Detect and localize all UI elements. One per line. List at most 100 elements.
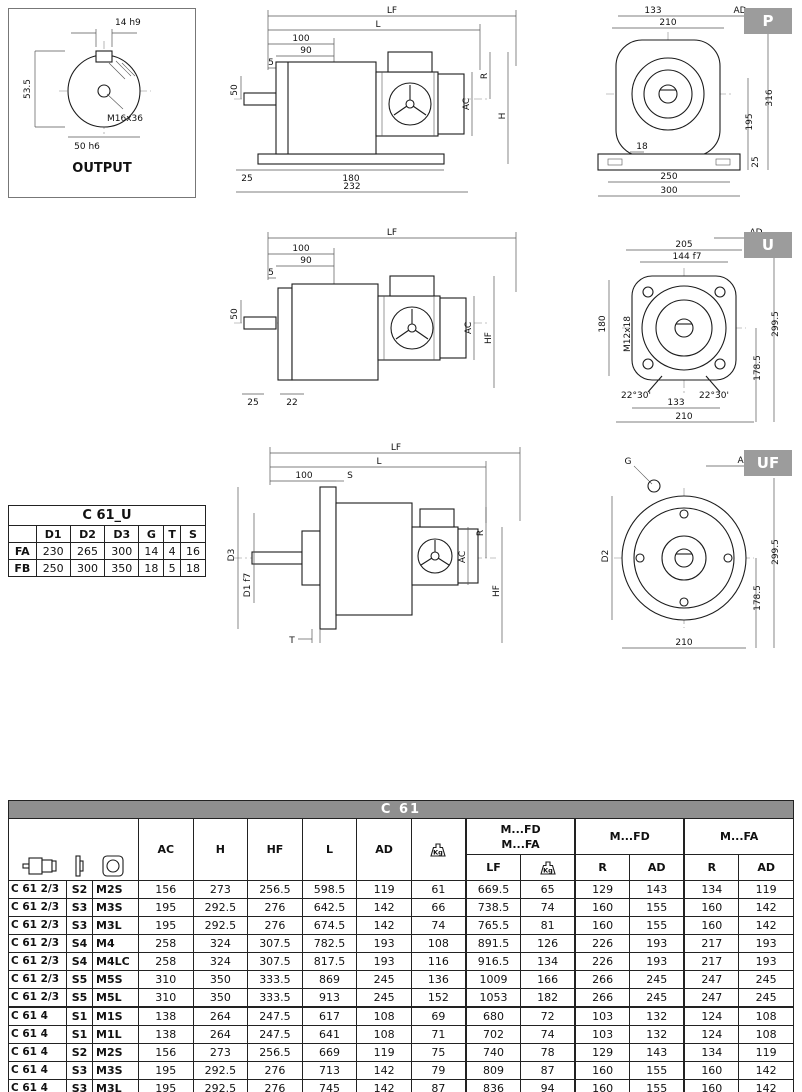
cell: 134 [683, 880, 740, 899]
cell: 247 [683, 970, 740, 989]
dim-ac: AC [464, 322, 474, 334]
dim-178-5: 178.5 [753, 355, 763, 381]
cell-model: C 61 2/3 [8, 952, 67, 971]
cell: 142 [356, 1079, 412, 1092]
cell: 160 [574, 1079, 631, 1092]
cell: 5 [163, 559, 181, 577]
drawing-u-front: AD 205 144 f7 180 M12x18 299.5 178.5 22°… [598, 228, 781, 423]
col-ad: AD [356, 818, 412, 881]
cell: 245 [629, 988, 685, 1008]
dim-90: 90 [300, 46, 312, 56]
dim-205: 205 [675, 240, 692, 250]
row-label: FB [8, 559, 37, 577]
cell-size: S2 [66, 1043, 93, 1062]
cell: 350 [192, 988, 249, 1008]
cell: 913 [301, 988, 358, 1008]
dim-key-width: 14 h9 [115, 18, 141, 28]
section-tag-p: P [744, 8, 792, 34]
table-title: C 61 [8, 800, 794, 819]
dim-l: L [375, 20, 380, 30]
cell-motor: M2S [92, 880, 139, 899]
dim-232: 232 [343, 182, 360, 192]
dim-shaft: 50 h6 [74, 142, 100, 152]
cell-size: S1 [66, 1006, 93, 1026]
cell: 193 [629, 952, 685, 971]
cell-model: C 61 4 [8, 1043, 67, 1062]
cell: 108 [738, 1025, 794, 1044]
dim-g: G [625, 457, 632, 467]
dim-22: 22 [286, 398, 297, 408]
cell-model: C 61 2/3 [8, 970, 67, 989]
dim-195: 195 [745, 113, 755, 130]
output-shaft-drawing: 14 h9 53.5 M16x36 50 h6 [23, 18, 151, 152]
cell: 195 [138, 1061, 194, 1080]
cell: 217 [683, 952, 740, 971]
cell: 809 [464, 1061, 522, 1080]
cell: 142 [356, 898, 412, 917]
dim-height: 53.5 [23, 79, 33, 99]
cell: 669.5 [464, 880, 522, 899]
cell: 103 [574, 1025, 631, 1044]
cell: 142 [738, 916, 794, 935]
dim-210: 210 [675, 412, 692, 422]
dim-angle-right: 22°30' [699, 391, 729, 401]
cell: 226 [574, 952, 631, 971]
cell: 193 [356, 934, 412, 953]
cell-size: S5 [66, 970, 93, 989]
dim-r: R [480, 73, 490, 79]
dim-90: 90 [300, 256, 312, 266]
cell: 292.5 [192, 1061, 249, 1080]
cell: 74 [410, 916, 467, 935]
cell: 134 [520, 952, 576, 971]
cell: 266 [574, 970, 631, 989]
dim-ac: AC [462, 98, 472, 110]
col-s: S [179, 525, 207, 543]
cell: 300 [104, 542, 140, 560]
cell-model: C 61 2/3 [8, 916, 67, 935]
cell: 195 [138, 1079, 194, 1092]
cell: 14 [138, 542, 165, 560]
cell: 193 [356, 952, 412, 971]
cell: 160 [574, 898, 631, 917]
dim-5: 5 [268, 58, 274, 68]
drawing-uf-front: G AD D2 299.5 178.5 210 [601, 456, 781, 649]
dim-133: 133 [667, 398, 684, 408]
cell: 94 [520, 1079, 576, 1092]
cell: 18 [138, 559, 165, 577]
cell: 1053 [464, 988, 522, 1008]
cell: 108 [356, 1006, 412, 1026]
col-hf: HF [247, 818, 303, 881]
col-r-fd: R [574, 854, 631, 881]
cell: 292.5 [192, 898, 249, 917]
section-tag-u: U [744, 232, 792, 258]
cell: 166 [520, 970, 576, 989]
cell: 142 [738, 1061, 794, 1080]
cell: 69 [410, 1006, 467, 1026]
dim-100: 100 [295, 471, 312, 481]
cell: 669 [301, 1043, 358, 1062]
cell: 66 [410, 898, 467, 917]
cell: 641 [301, 1025, 358, 1044]
dim-ac: AC [458, 551, 468, 563]
dim-lf: LF [387, 6, 397, 16]
col-d2: D2 [69, 525, 106, 543]
cell: 713 [301, 1061, 358, 1080]
cell: 119 [356, 880, 412, 899]
cell: 310 [138, 970, 194, 989]
cell: 78 [520, 1043, 576, 1062]
cell: 87 [520, 1061, 576, 1080]
cell: 4 [163, 542, 181, 560]
cell: 782.5 [301, 934, 358, 953]
cell: 350 [104, 559, 140, 577]
dim-133: 133 [644, 6, 661, 16]
cell: 256.5 [247, 880, 303, 899]
dim-s: S [347, 471, 353, 481]
cell-model: C 61 2/3 [8, 898, 67, 917]
cell: 79 [410, 1061, 467, 1080]
dim-r: R [476, 530, 486, 536]
cell: 324 [192, 934, 249, 953]
dim-50: 50 [230, 84, 240, 96]
